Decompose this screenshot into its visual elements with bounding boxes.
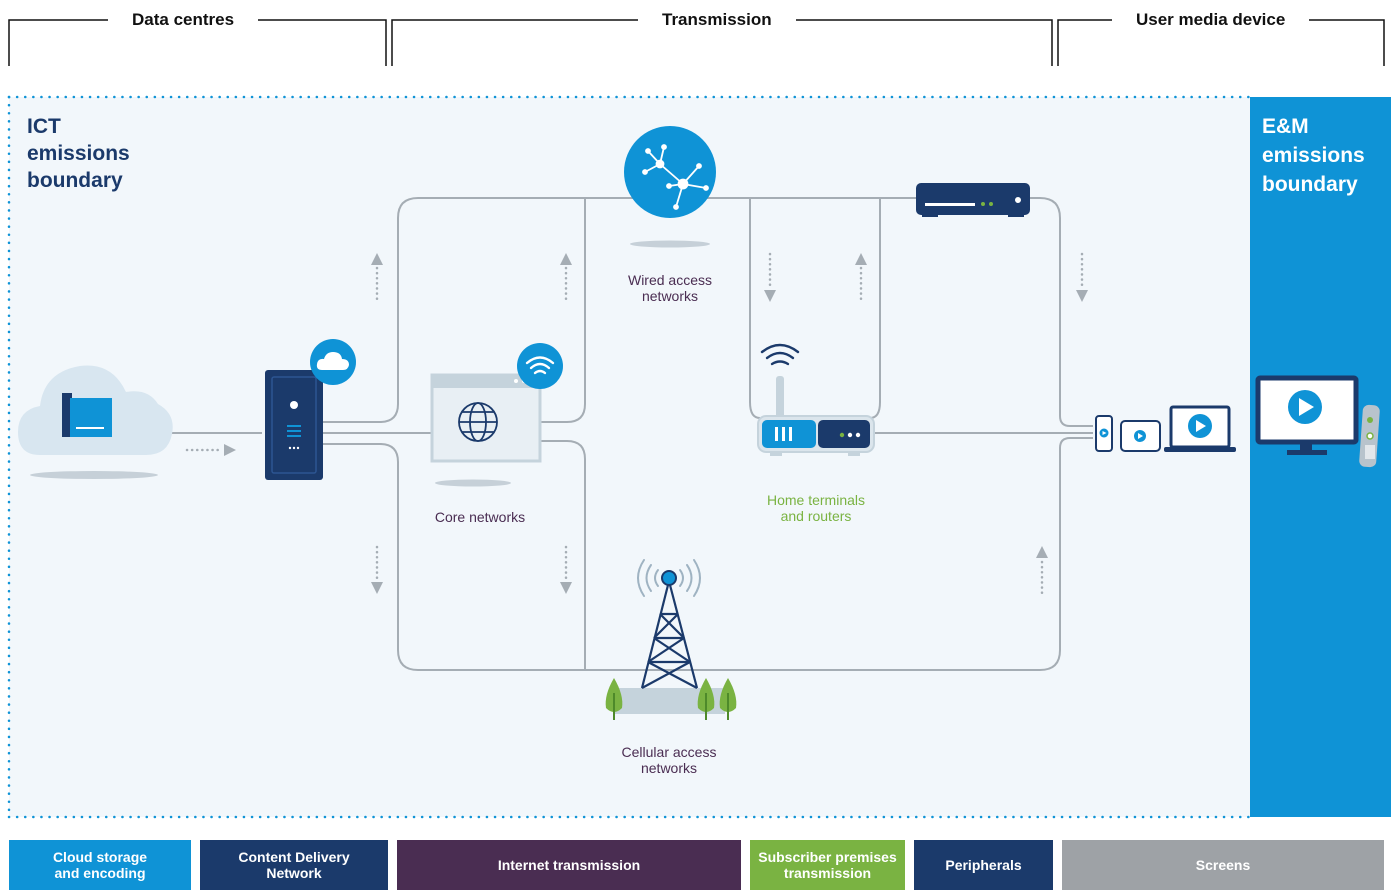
devices-icon — [1095, 405, 1236, 452]
remote-icon — [1359, 404, 1380, 468]
cellular-access-label: Cellular access networks — [621, 744, 717, 776]
tree-icons — [605, 678, 737, 720]
legend-screens: Screens — [1062, 840, 1384, 890]
home-terminals-label: Home terminals and routers — [766, 492, 866, 524]
wired-access-label: Wired access networks — [627, 272, 713, 304]
server-icon — [265, 370, 323, 480]
core-networks-label: Core networks — [434, 509, 526, 525]
connection-lines — [170, 197, 1093, 671]
tv-icon — [1255, 375, 1359, 455]
header-data-centres: Data centres — [108, 10, 259, 30]
ict-boundary-title: ICT emissions boundary — [27, 115, 130, 192]
header-transmission: Transmission — [638, 10, 796, 30]
cloud-badge-icon — [310, 339, 356, 385]
wifi-badge-icon — [517, 343, 563, 389]
em-boundary-title: E&M emissions boundary — [1262, 115, 1365, 196]
globe-browser-icon — [430, 373, 542, 487]
flow-arrows — [185, 252, 1088, 596]
legend-internet-transmission: Internet transmission — [397, 840, 741, 890]
cloud-folder-icon — [18, 365, 173, 479]
router-icon — [757, 343, 875, 456]
set-top-box-icon — [916, 183, 1030, 217]
network-hub-icon — [624, 126, 716, 248]
header-user-media-device: User media device — [1112, 10, 1310, 30]
legend-peripherals: Peripherals — [914, 840, 1053, 890]
